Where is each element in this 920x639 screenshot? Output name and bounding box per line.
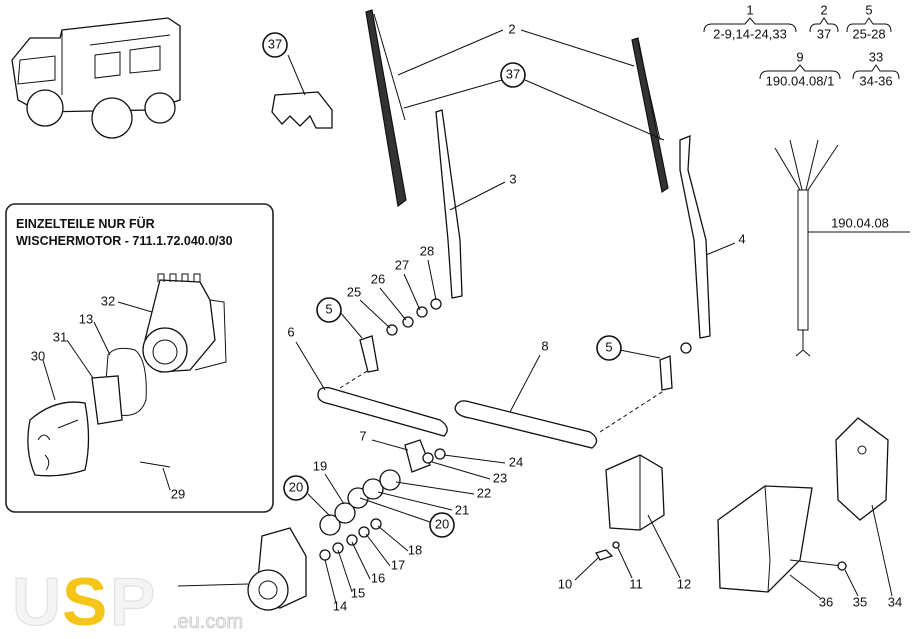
callout-25: 25 [347,284,361,299]
callout-32: 32 [101,293,115,308]
usp-watermark: U S P .eu.com [11,563,243,639]
callout-19: 19 [313,458,327,473]
callout-13: 13 [79,311,93,326]
callout-14: 14 [333,598,347,613]
callout-28: 28 [420,243,434,258]
callout-36: 36 [819,594,833,609]
callout-3: 3 [509,171,516,186]
leader-lines [287,29,910,604]
callout-17: 17 [391,557,405,572]
crank-and-washers [319,439,446,561]
callout-37: 37 [268,36,282,51]
circled-callouts [262,32,622,538]
wiring-harness [774,139,839,357]
legend-parent: 33 [869,49,883,64]
legend-parent: 2 [820,2,827,17]
callout-7: 7 [359,428,366,443]
wiper-motor-inset: EINZELTEILE NUR FÜR WISCHERMOTOR - 711.1… [5,203,274,513]
callout-labels: 2 37 37 3 4 28 27 26 25 5 5 6 8 7 24 23 … [268,21,902,613]
legend-parent: 9 [796,49,803,64]
watermark-letter-u: U [12,564,61,639]
callout-cable: 190.04.08 [831,215,889,230]
callout-15: 15 [351,585,365,600]
watermark-domain: .eu.com [172,611,243,633]
callout-26: 26 [371,271,385,286]
clip-37 [271,91,333,129]
legend-parent: 1 [746,2,753,17]
callout-5: 5 [605,339,612,354]
inset-title-line2: WISCHERMOTOR - 711.1.72.040.0/30 [16,234,233,248]
callout-20: 20 [289,479,303,494]
callout-27: 27 [395,257,409,272]
callout-4: 4 [738,231,745,246]
callout-20: 20 [435,516,449,531]
callout-18: 18 [408,542,422,557]
wiper-blades [365,9,669,208]
callout-21: 21 [455,502,469,517]
wiper-motor [177,527,307,611]
callout-22: 22 [477,485,491,500]
callout-10: 10 [558,576,572,591]
legend-children: 37 [817,26,831,41]
linkage-rods [317,367,666,449]
watermark-letter-p: P [110,564,155,639]
bracket-cover [717,417,889,593]
callout-2: 2 [508,21,515,36]
pivots [359,298,692,391]
inset-title-line1: EINZELTEILE NUR FÜR [16,216,155,231]
legend-children: 2-9,14-24,33 [713,26,787,41]
callout-24: 24 [509,454,523,469]
callout-34: 34 [888,594,902,609]
callout-8: 8 [541,338,548,353]
wiper-arms [435,109,711,339]
bracket-12 [595,454,665,561]
legend-children: 25-28 [852,26,885,41]
callout-31: 31 [53,329,67,344]
callout-5: 5 [325,301,332,316]
callout-37: 37 [506,66,520,81]
assembly-legend: 1 2-9,14-24,33 2 37 5 25-28 9 190.04.08/… [703,2,900,88]
callout-23: 23 [493,470,507,485]
legend-parent: 5 [865,2,872,17]
callout-29: 29 [171,486,185,501]
callout-30: 30 [31,348,45,363]
callout-11: 11 [629,576,643,591]
legend-children: 34-36 [859,73,892,88]
watermark-letter-s: S [62,564,107,639]
callout-16: 16 [371,570,385,585]
vehicle-illustration [11,17,181,139]
callout-12: 12 [677,576,691,591]
legend-children: 190.04.08/1 [766,73,835,88]
callout-6: 6 [287,324,294,339]
callout-35: 35 [853,594,867,609]
